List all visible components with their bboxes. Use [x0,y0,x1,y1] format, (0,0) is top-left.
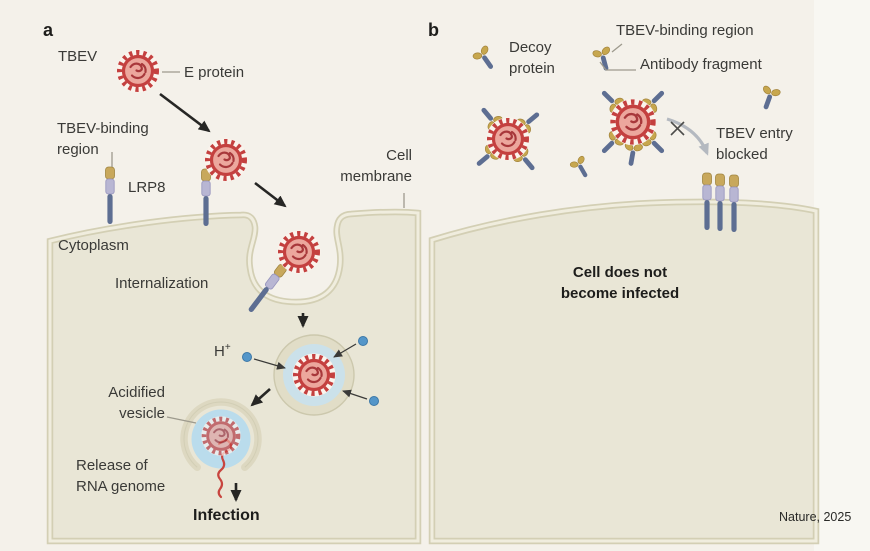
e-protein-label: E protein [184,64,245,81]
tbev-binding-region-label: TBEV-binding region [57,120,149,159]
proton-arrow [342,389,368,400]
arrow-binding-to-pit [254,181,287,208]
blocked-cross-icon [670,121,685,136]
cell-membrane-b [428,198,820,545]
proton-icon [369,396,379,406]
credit-label: Nature, 2025 [779,510,852,524]
h-plus-base: H [214,343,225,360]
lrp8-label: LRP8 [128,179,166,196]
decoy-protein-icon [469,42,501,75]
tbev-virion-icon [201,416,241,456]
decoy-protein-icon [755,82,783,113]
cytoplasm-label: Cytoplasm [58,237,129,254]
decoy-coated-virion [595,84,671,168]
cell-b-inner-line [430,200,818,543]
proton-arrow [333,343,357,358]
tbev-virion-icon [610,99,656,145]
pointer-antibody-fragment [599,61,636,71]
internalization-label: Internalization [115,275,209,292]
tbev-label: TBEV [58,48,98,65]
h-plus-sup: + [224,342,231,353]
proton-icon [242,352,252,362]
proton-arrow [253,358,286,370]
page-margin-strip [814,0,870,551]
panel-a-letter: a [43,20,54,40]
panel-b-letter: b [428,20,439,40]
cell-not-infected-label: Cell does not become infected [560,264,680,303]
tbev-entry-blocked-label: TBEV entry blocked [716,125,793,164]
cell-b-outline [428,198,820,545]
tbev-binding-region-label-b: TBEV-binding region [616,22,754,39]
acidified-vesicle-label: Acidified vesicle [108,384,165,423]
arrow-virus-to-receptor [159,92,211,133]
decoy-coated-virion [470,101,546,177]
tbev-virion-icon [117,50,160,93]
antibody-fragment-icon [590,44,617,74]
pointer-acidified-vesicle [166,416,197,424]
lrp8-receptor-icon [105,166,115,225]
arrow-vesicle-to-release [250,388,271,407]
proton-icon [358,336,368,346]
tbev-virion-icon [205,139,248,182]
blocked-entry-arrow [666,117,709,156]
release-rna-label: Release of RNA genome [76,457,166,496]
h-plus-label: H+ [214,341,231,362]
cell-a-inner-line [48,210,420,543]
cell-membrane-a [46,208,422,545]
cell-membrane-label: Cell membrane [340,147,412,186]
infection-label: Infection [193,507,260,524]
tbev-virion-icon [487,118,530,161]
decoy-protein-label: Decoy protein [509,39,555,78]
antibody-fragment-label: Antibody fragment [640,56,762,73]
tbev-virion-icon [278,231,321,274]
decoy-protein-icon [567,153,595,182]
tbev-virion-icon [293,354,336,397]
pointer-binding-region-b [611,43,623,53]
